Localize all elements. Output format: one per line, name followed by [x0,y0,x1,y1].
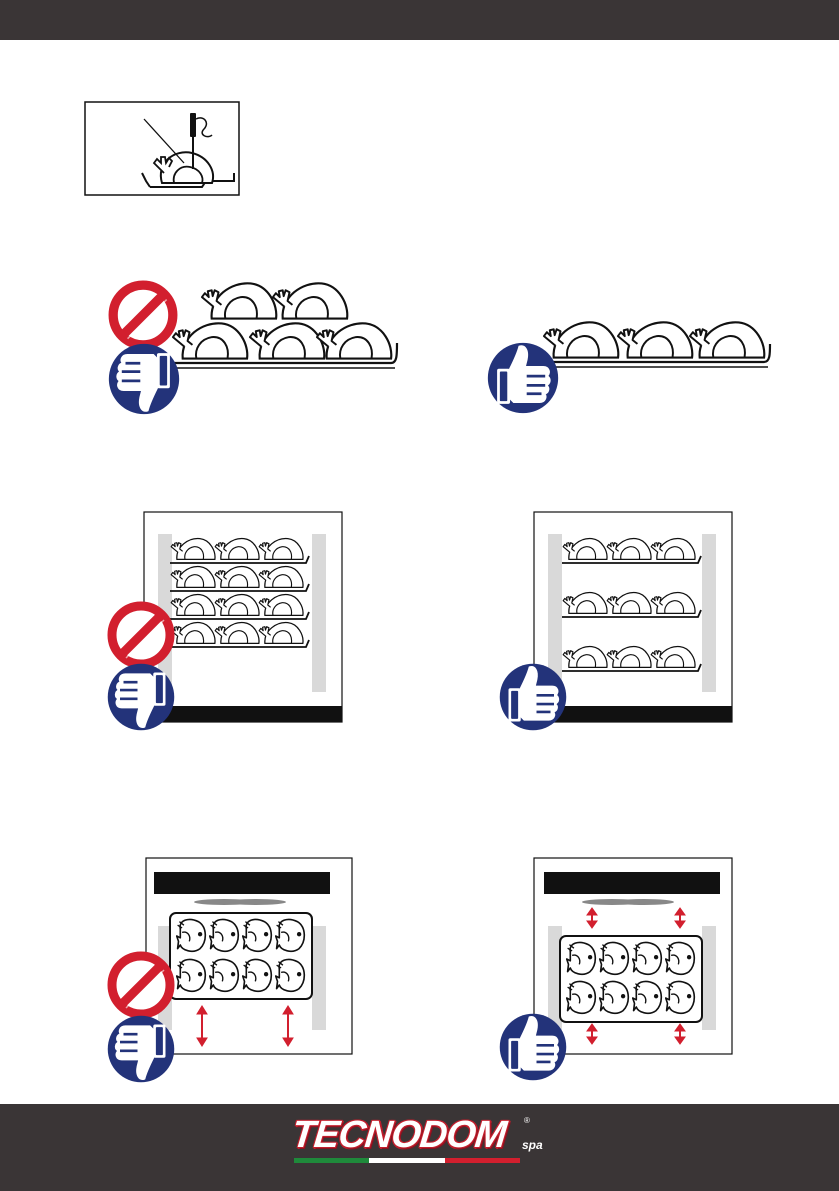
thumbs-up-icon [500,1014,567,1081]
header-band [0,0,839,40]
thumbs-down-icon [109,344,179,414]
logo-registered: ® [524,1116,530,1125]
prohibited-icon [112,606,170,664]
stacked-chickens-figure [105,275,405,425]
thumbs-up-icon [500,664,567,731]
logo-brand: TECNODOM [290,1114,508,1157]
prohibited-icon [112,956,170,1014]
thumbs-up-icon [488,343,558,413]
oven-racks-spaced-figure [496,508,736,740]
fish-tray-low-figure [104,856,354,1092]
single-layer-chickens-figure [486,312,786,422]
oven-racks-crowded-figure [104,508,344,740]
tecnodom-logo: TECNODOM ® spa [286,1112,554,1172]
core-probe-figure [84,101,240,196]
italian-flag-stripe [294,1158,520,1163]
prohibited-icon [113,285,173,345]
logo-suffix: spa [522,1138,543,1152]
thumbs-down-icon [108,664,175,731]
fish-tray-centered-figure [496,856,736,1092]
thumbs-down-icon [108,1016,175,1083]
